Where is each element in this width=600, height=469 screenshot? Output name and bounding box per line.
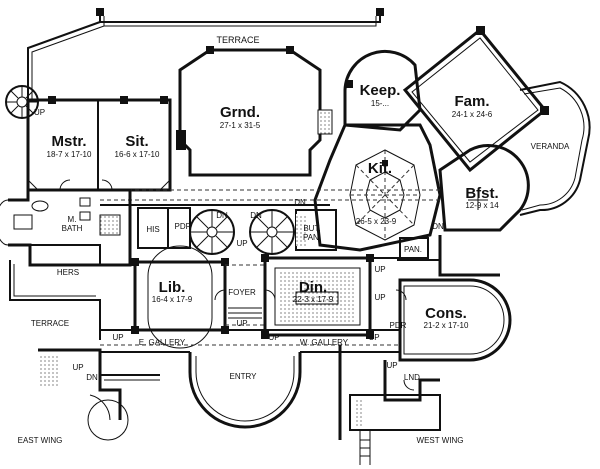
room-name-keep: Keep. xyxy=(360,82,401,99)
butler-pantry-walls xyxy=(295,209,337,251)
spiral-stair-top-left xyxy=(5,85,39,119)
room-dims-mstr: 18-7 x 17-10 xyxy=(47,150,92,159)
central-corridor xyxy=(100,189,440,206)
stair-label-up: UP xyxy=(374,265,385,274)
master-suite-walls xyxy=(26,96,172,192)
stair-label-up: UP xyxy=(268,333,279,342)
his-closet-walls xyxy=(137,207,191,249)
family-room-walls xyxy=(402,26,549,173)
stair-label-up: UP xyxy=(236,319,247,328)
stair-label-up: UP xyxy=(386,361,397,370)
galleries xyxy=(100,329,400,353)
room-name-fam: Fam. xyxy=(454,93,489,110)
keeping-room-walls xyxy=(343,49,422,132)
master-bath-walls xyxy=(0,188,132,267)
terrace-top-label: TERRACE xyxy=(216,35,259,45)
his-label: HIS xyxy=(146,225,159,234)
breakfast-walls xyxy=(438,144,530,232)
spiral-stair-left xyxy=(189,209,235,255)
room-dims-sit: 16-6 x 17-10 xyxy=(115,150,160,159)
room-dims-din: 22-3 x 17-9 xyxy=(293,295,334,304)
room-dims-grnd: 27-1 x 31-5 xyxy=(220,121,261,130)
room-name-grnd: Grnd. xyxy=(220,104,260,121)
stair-label-up: UP xyxy=(112,333,123,342)
room-dims-fam: 24-1 x 24-6 xyxy=(452,110,493,119)
mbath-label-2: BATH xyxy=(62,224,83,233)
spiral-stair-right xyxy=(249,209,295,255)
stair-label-up: UP xyxy=(368,333,379,342)
stair-label-up: UP xyxy=(236,239,247,248)
egallery-label: E. GALLERY xyxy=(139,338,186,347)
terrace-left-railing xyxy=(9,260,101,340)
room-name-kit: Kit. xyxy=(368,160,392,177)
stair-label-dn: DN xyxy=(432,222,444,231)
lnd-label: LND. xyxy=(404,373,422,382)
conservatory-walls xyxy=(398,278,512,362)
room-name-cons: Cons. xyxy=(425,305,467,322)
but-pan-label-2: PAN. xyxy=(303,233,321,242)
stair-label-dn: DN xyxy=(86,373,98,382)
room-dims-cons: 21-2 x 17-10 xyxy=(424,321,469,330)
stair-label-dn: DN xyxy=(250,211,262,220)
pantry-walls xyxy=(399,237,429,259)
stair-label-up: UP xyxy=(374,293,385,302)
mbath-label-1: M. xyxy=(68,215,77,224)
hers-label: HERS xyxy=(57,268,79,277)
room-name-bfst: Bfst. xyxy=(465,185,498,202)
foyer-walls xyxy=(225,264,265,326)
room-dims-kit: 26-5 x 23-9 xyxy=(356,217,397,226)
room-name-din: Din. xyxy=(299,279,327,296)
west-wing-block xyxy=(338,345,441,465)
room-name-lib: Lib. xyxy=(159,279,186,296)
stair-label-up: UP xyxy=(72,363,83,372)
room-dims-keep: 15-... xyxy=(371,99,389,108)
east-wing-block xyxy=(38,348,160,441)
grand-room-walls xyxy=(176,46,333,177)
pan-label: PAN. xyxy=(404,245,422,254)
east-wing-label: EAST WING xyxy=(18,436,63,445)
veranda-walls xyxy=(519,80,591,216)
kitchen-walls xyxy=(313,123,442,252)
stair-label-up: UP xyxy=(34,108,45,117)
stair-label-dn: DN xyxy=(216,211,228,220)
wgallery-label: W. GALLERY xyxy=(300,338,349,347)
west-wing-label: WEST WING xyxy=(417,436,464,445)
room-dims-lib: 16-4 x 17-9 xyxy=(152,295,193,304)
terrace-left-label: TERRACE xyxy=(31,319,69,328)
pdr-label-2: PDR xyxy=(390,321,407,330)
entry-label: ENTRY xyxy=(230,372,258,381)
stair-label-dn: DN xyxy=(294,198,306,207)
pdr-label-1: PDR xyxy=(175,222,192,231)
dining-walls xyxy=(261,254,374,339)
veranda-label: VERANDA xyxy=(531,142,570,151)
room-name-sit: Sit. xyxy=(125,133,148,150)
room-dims-bfst: 12-9 x 14 xyxy=(465,201,499,210)
but-pan-label-1: BUT. xyxy=(303,224,320,233)
doors xyxy=(59,179,415,391)
entry-walls xyxy=(188,352,302,429)
terrace-top-railing xyxy=(27,8,384,100)
foyer-label: FOYER xyxy=(228,288,256,297)
room-name-mstr: Mstr. xyxy=(51,133,86,150)
west-exterior xyxy=(370,235,500,402)
